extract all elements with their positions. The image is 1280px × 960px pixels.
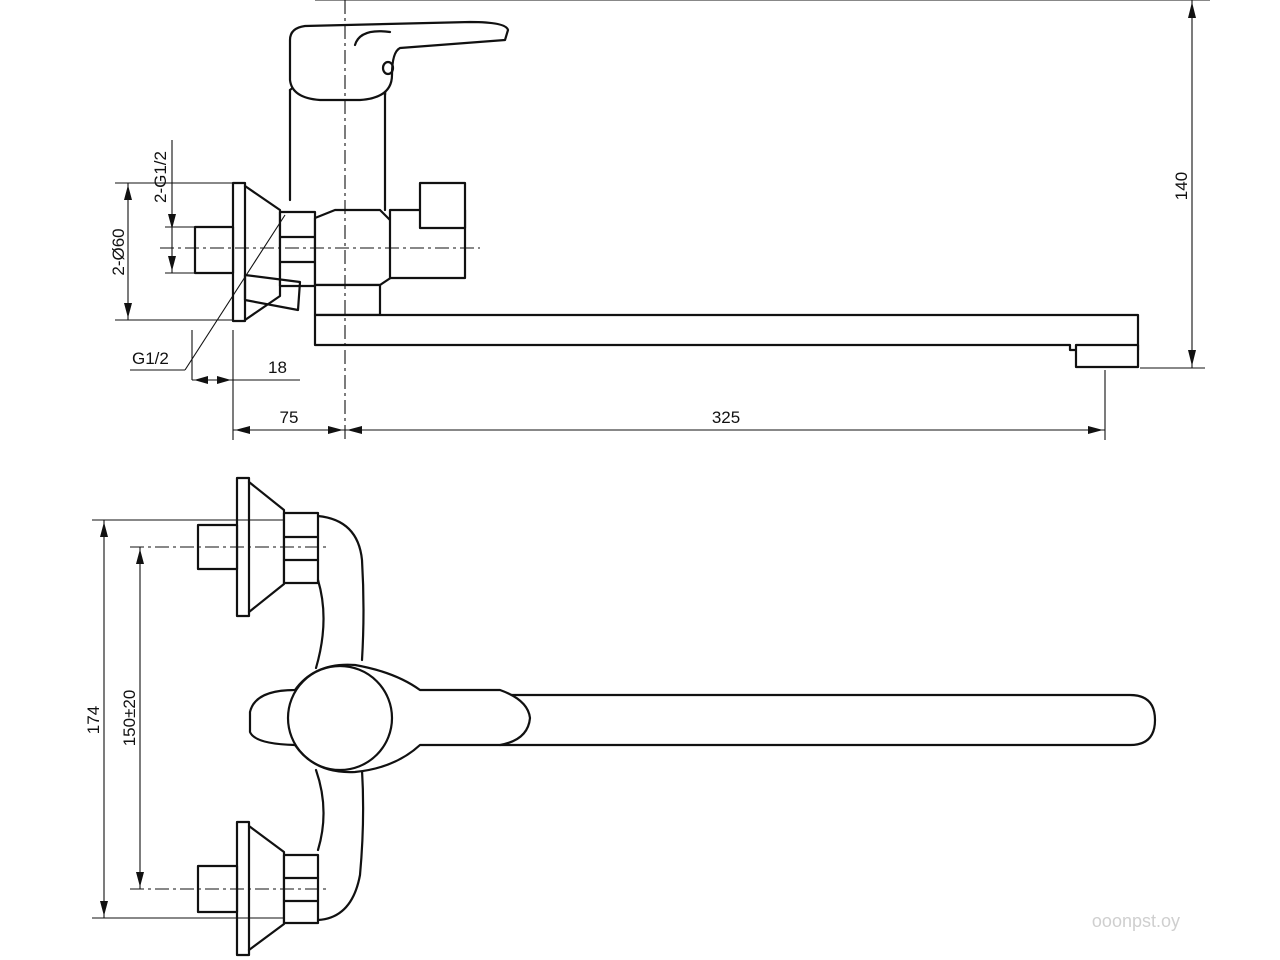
wall-flange	[193, 181, 282, 323]
watermark: ooonpst.oy	[1092, 911, 1180, 931]
dim-flange-dia: 2-Ø60	[109, 228, 128, 275]
spout-top	[498, 693, 1157, 747]
diverter-knob	[388, 181, 467, 280]
spout	[313, 313, 1140, 369]
lever-handle-top	[248, 663, 532, 774]
side-view: 140 2-Ø60 2-G1/2 G1/2 18 75 325	[109, 0, 1210, 440]
hex-nut	[278, 210, 317, 288]
dim-thread-top: 2-G1/2	[151, 151, 170, 203]
dim-174: 174	[84, 706, 103, 734]
dim-75: 75	[280, 408, 299, 427]
body-outline	[314, 514, 365, 922]
lever-handle	[288, 20, 510, 102]
top-view: 174 150±20	[84, 476, 1157, 957]
dim-325: 325	[712, 408, 740, 427]
dim-thread-bottom: G1/2	[132, 349, 169, 368]
eccentric-pipe	[243, 273, 302, 312]
dim-140: 140	[1172, 172, 1191, 200]
dim-150: 150±20	[120, 690, 139, 747]
dim-18: 18	[268, 358, 287, 377]
